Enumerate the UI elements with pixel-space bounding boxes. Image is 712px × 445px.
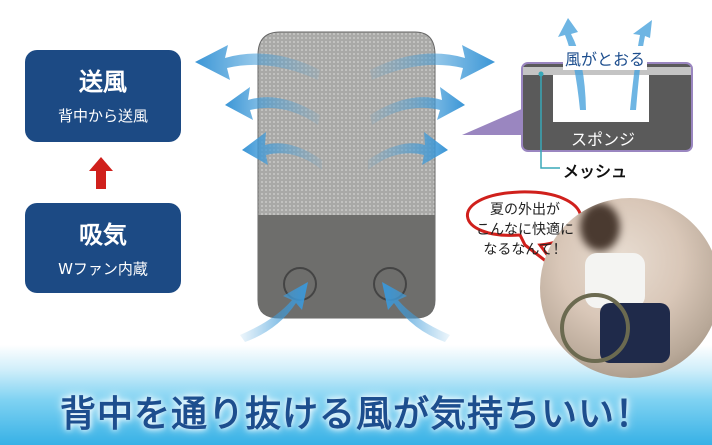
blow-title: 送風	[79, 68, 127, 96]
mesh-leader-line	[540, 74, 560, 169]
blurred-face	[580, 203, 620, 251]
intake-title: 吸気	[79, 221, 127, 249]
cushion-base	[258, 215, 435, 318]
bubble-line: こんなに快適に	[476, 222, 574, 238]
mesh-label: メッシュ	[563, 162, 628, 181]
headline: 背中を通り抜ける風が気持ちいい！	[59, 394, 652, 435]
wind-arrow-icon	[558, 18, 586, 110]
sponge-label: スポンジ	[571, 130, 636, 149]
blow-box: 送風 背中から送風	[25, 50, 181, 142]
bubble-line: なるなんて！	[483, 242, 567, 258]
intake-subtitle: Wファン内蔵	[58, 260, 148, 278]
up-arrow-icon	[89, 157, 113, 189]
wheelchair-user-photo	[540, 198, 712, 378]
diagram-pointer	[462, 108, 524, 135]
blow-subtitle: 背中から送風	[57, 107, 148, 125]
wind-arrow-icon	[630, 20, 652, 110]
speech-bubble-text: 夏の外出が こんなに快適に なるなんて！	[470, 200, 580, 260]
airflow-arrows	[195, 45, 495, 342]
cushion-illustration	[195, 18, 693, 342]
intake-box: 吸気 Wファン内蔵	[25, 203, 181, 293]
wind-label: 風がとおる	[563, 46, 648, 70]
bubble-line: 夏の外出が	[490, 202, 560, 218]
